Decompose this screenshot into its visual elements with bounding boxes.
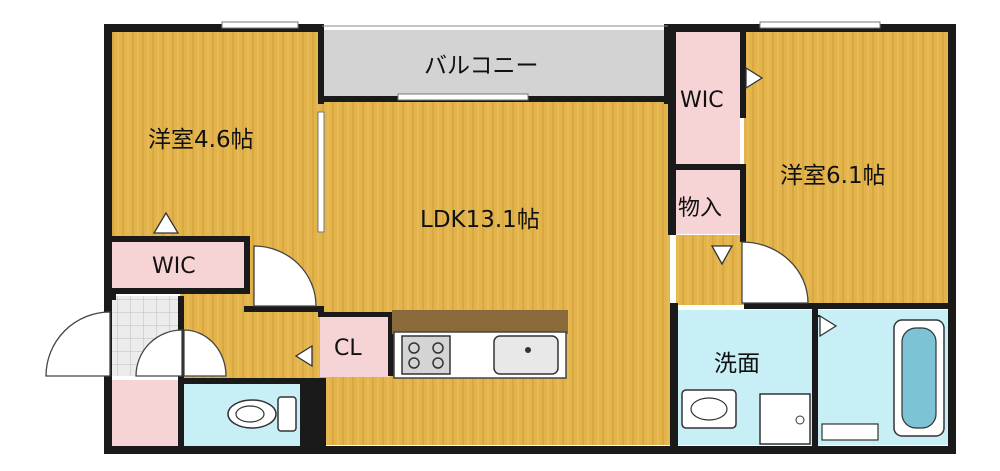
room-label-storage: 物入 [678, 196, 723, 221]
room-label-wic-left: WIC [152, 254, 196, 279]
room-label-wic-upper-right: WIC [680, 88, 724, 113]
room-label-ldk: LDK13.1帖 [420, 207, 540, 233]
wic-upper-right-floor [676, 30, 740, 164]
storage-floor [676, 168, 740, 234]
sink-icon [493, 335, 559, 375]
balcony-floor [322, 30, 668, 100]
shoe-box [110, 380, 178, 446]
closet-floor [320, 315, 390, 377]
washing-machine-space [759, 393, 811, 445]
room-label-washroom: 洗面 [714, 351, 760, 377]
washbasin-icon [681, 389, 737, 429]
room-label-balcony: バルコニー [424, 53, 539, 79]
direction-arrows [152, 66, 838, 368]
room-label-western-right: 洋室6.1帖 [780, 163, 886, 189]
room-label-closet: CL [334, 336, 362, 361]
windows [221, 21, 881, 233]
stove-icon [401, 335, 451, 375]
wic-left-floor [110, 240, 244, 290]
kitchen-counter-top [392, 310, 568, 334]
doors [45, 241, 809, 377]
room-label-western-left: 洋室4.6帖 [148, 127, 254, 153]
interior-walls [110, 30, 956, 451]
bathroom-partition [812, 315, 820, 317]
ldk-extension-floor [676, 235, 746, 305]
toilet-icon [227, 396, 297, 432]
